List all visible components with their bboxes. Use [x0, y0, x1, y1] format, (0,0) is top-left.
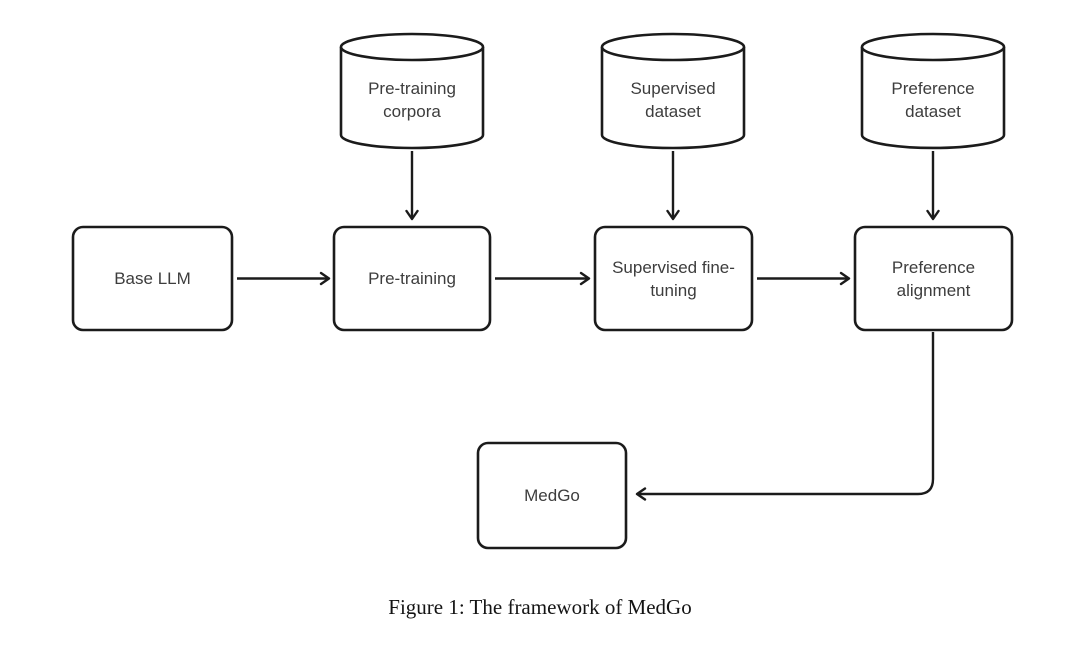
preference-alignment-box [853, 225, 1014, 332]
figure-caption: Figure 1: The framework of MedGo [388, 595, 692, 619]
preference-dataset-cylinder [860, 32, 1006, 150]
arrow-alignment-to-medgo [635, 332, 935, 501]
supervised-fine-tuning-box [593, 225, 754, 332]
base-llm-box [71, 225, 234, 332]
supervised-dataset-cylinder [600, 32, 746, 150]
pre-training-box [332, 225, 492, 332]
pretraining-corpora-cylinder [339, 32, 485, 150]
medgo-box [476, 441, 628, 550]
